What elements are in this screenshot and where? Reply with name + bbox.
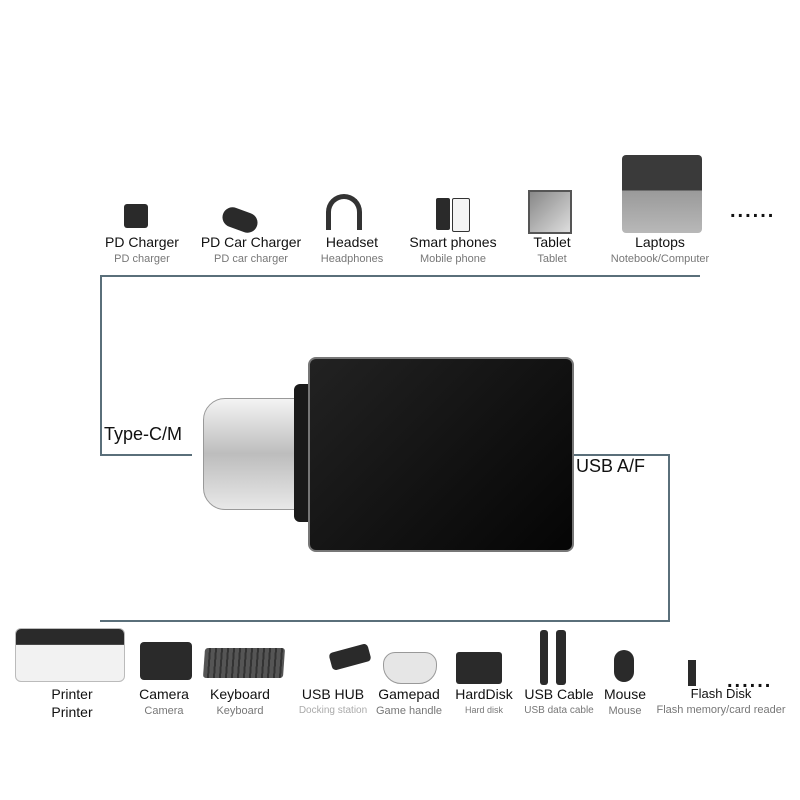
type-c-label: Type-C/M (102, 424, 185, 445)
device-sublabel: Mobile phone (419, 253, 487, 265)
more-devices-top: ...... (730, 200, 776, 222)
device-sublabel: PD charger (114, 253, 170, 265)
headset-icon (326, 194, 362, 230)
device-label: PD Charger (105, 234, 179, 250)
car-charger-icon (219, 204, 261, 236)
device-sublabel: PD car charger (214, 253, 288, 265)
device-sublabel: Hard disk (464, 705, 504, 715)
usb-a-housing (308, 357, 574, 552)
device-label: Smart phones (409, 234, 497, 250)
laptop-icon (622, 155, 702, 233)
device-label: Keyboard (210, 686, 270, 702)
hard-disk-icon (456, 652, 502, 684)
device-label: Mouse (603, 686, 647, 702)
usb-cable-icon (540, 630, 548, 685)
type-c-plug (203, 398, 305, 510)
device-sublabel: Docking station (298, 705, 368, 716)
gamepad-icon (383, 652, 437, 684)
device-label: Printer (51, 686, 93, 702)
tablet-icon (528, 190, 572, 234)
device-pd-charger: PD Charger PD charger (105, 234, 179, 265)
device-label: HardDisk (455, 686, 513, 702)
flash-disk-icon (688, 660, 696, 686)
device-label: Tablet (533, 234, 571, 250)
camera-icon (140, 642, 192, 680)
device-sublabel: Headphones (320, 253, 384, 265)
top-bracket-line (100, 275, 700, 277)
usb-a-label: USB A/F (574, 456, 648, 477)
device-label: Headset (325, 234, 379, 250)
bottom-bracket-line (100, 620, 670, 622)
device-sublabel: Camera (144, 705, 184, 717)
right-vertical-line (668, 454, 670, 621)
device-label: Gamepad (378, 686, 440, 702)
mouse-icon (614, 650, 634, 682)
smartphone-icon-2 (452, 198, 470, 232)
device-pd-car-charger: PD Car Charger PD car charger (201, 234, 301, 265)
keyboard-icon (202, 648, 286, 678)
device-label: USB HUB (301, 686, 365, 702)
device-sublabel: Flash memory/card reader (656, 704, 786, 716)
device-sublabel: USB data cable (524, 705, 594, 716)
right-horizontal-line (570, 454, 670, 456)
smartphone-icon (436, 198, 450, 230)
printer-icon (15, 628, 125, 682)
device-label: USB Cable (524, 686, 594, 702)
device-label: PD Car Charger (200, 234, 302, 250)
device-sublabel: Tablet (537, 253, 567, 265)
device-usb-hub: USB HUB Docking station (299, 686, 367, 716)
usb-cable-icon-2 (556, 630, 566, 685)
left-horizontal-line (100, 454, 192, 456)
device-sublabel: Mouse (608, 705, 642, 717)
device-sublabel: Game handle (375, 705, 443, 717)
device-label: Flash Disk (690, 686, 752, 701)
more-devices-bottom: ...... (727, 670, 773, 692)
device-sublabel: Printer (51, 704, 93, 720)
left-vertical-line (100, 275, 102, 456)
usb-hub-icon (328, 643, 372, 671)
device-sublabel: Notebook/Computer (610, 253, 710, 265)
device-sublabel: Keyboard (216, 705, 264, 717)
device-label: Camera (139, 686, 189, 702)
pd-charger-icon (124, 204, 148, 228)
device-label: Laptops (635, 234, 685, 250)
